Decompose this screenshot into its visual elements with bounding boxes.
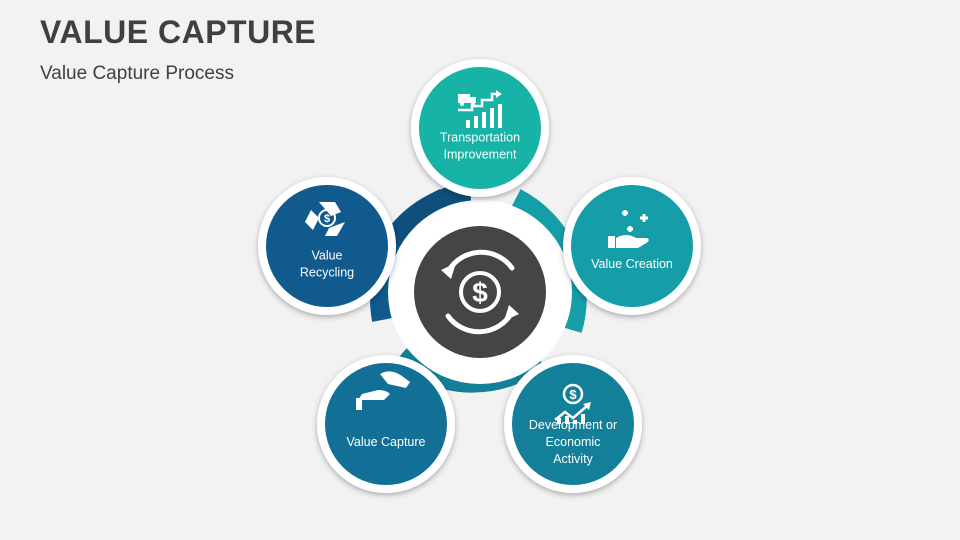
dollar-cycle-icon: $ — [441, 249, 519, 335]
node-fill — [266, 185, 388, 307]
node-fill — [419, 67, 541, 189]
truck-growth-chart-icon — [458, 90, 502, 128]
page-title: VALUE CAPTURE — [40, 14, 317, 50]
node-label-line: Value — [311, 249, 342, 263]
dollar-growth-chart-icon: $ — [554, 383, 591, 424]
node-label-line: Improvement — [444, 148, 517, 162]
node-value-creation: Value Creation — [563, 177, 701, 315]
hand-sparkle-icon — [608, 210, 649, 248]
recycle-dollar-icon: $ — [305, 202, 345, 236]
node-fill — [325, 363, 447, 485]
node-label-line: Economic — [546, 435, 601, 449]
node-label-line: Transportation — [440, 131, 520, 145]
node-value-capture: Value Capture — [317, 355, 455, 493]
node-label-line: Value Capture — [347, 435, 426, 449]
node-label-line: Activity — [553, 452, 593, 466]
hand-give-receive-icon — [356, 371, 410, 410]
node-label-line: Development or — [529, 418, 617, 432]
svg-text:$: $ — [324, 213, 330, 225]
node-label-line: Value Creation — [591, 257, 673, 271]
svg-text:$: $ — [569, 387, 577, 402]
center-hub: $ — [414, 226, 546, 358]
node-label-line: Recycling — [300, 266, 354, 280]
page-subtitle: Value Capture Process — [40, 63, 234, 84]
svg-text:$: $ — [472, 277, 488, 308]
